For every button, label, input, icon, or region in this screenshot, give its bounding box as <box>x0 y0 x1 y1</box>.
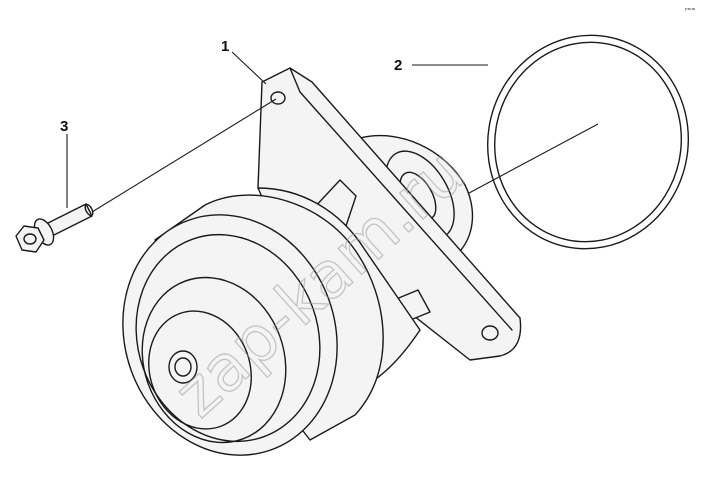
callout-1: 1 <box>221 38 267 85</box>
bolt-alignment-line <box>91 98 277 213</box>
callout-2: 2 <box>394 57 488 74</box>
water-pump-part-1 <box>122 67 522 456</box>
assembly-axis-line <box>455 123 599 201</box>
callout-3: 3 <box>60 118 68 208</box>
callout-3-number: 3 <box>60 118 68 135</box>
callout-2-number: 2 <box>394 57 402 74</box>
callout-1-number: 1 <box>221 38 229 55</box>
corner-mark: r== <box>685 7 695 13</box>
sealing-ring-part-2 <box>486 34 690 250</box>
bolt-part-3 <box>15 203 94 253</box>
